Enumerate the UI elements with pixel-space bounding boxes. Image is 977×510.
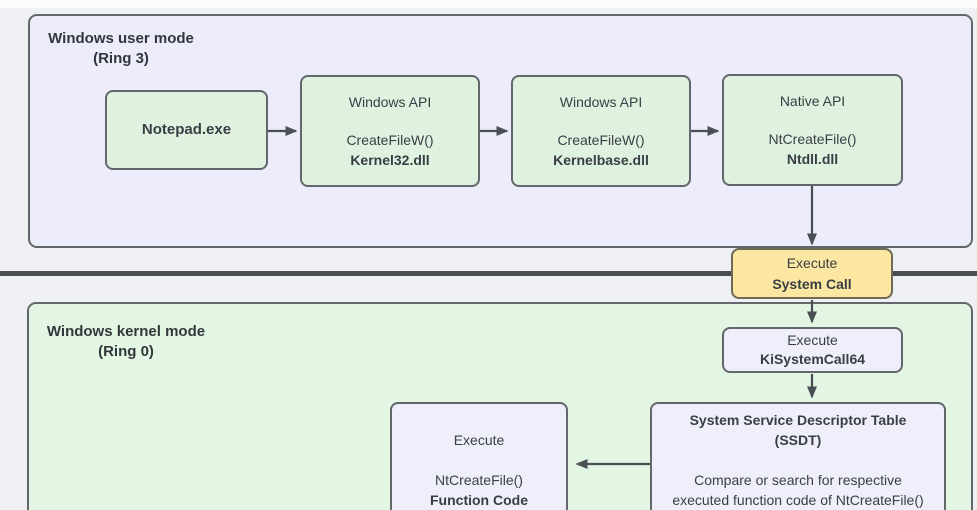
mode-boundary-line bbox=[0, 271, 977, 276]
system-call-line1: Execute bbox=[786, 254, 838, 271]
kernelbase-module-label: Kernelbase.dll bbox=[553, 152, 649, 168]
ntdll-call-label: NtCreateFile() bbox=[768, 131, 857, 147]
kernel32-module-label: Kernel32.dll bbox=[350, 152, 430, 168]
kisystemcall64-line2: KiSystemCall64 bbox=[759, 351, 866, 367]
kernel-mode-title: Windows kernel mode bbox=[46, 323, 206, 340]
kernel-mode-ring: (Ring 0) bbox=[98, 343, 154, 360]
ntdll-module-label: Ntdll.dll bbox=[786, 151, 839, 167]
node-execute-function-code: Execute NtCreateFile() Function Code bbox=[390, 402, 568, 510]
ssdt-title-line1: System Service Descriptor Table bbox=[689, 412, 907, 428]
kernel32-call-label: CreateFileW() bbox=[346, 132, 434, 148]
user-mode-ring: (Ring 3) bbox=[93, 50, 149, 67]
top-margin-strip bbox=[0, 0, 977, 8]
notepad-label: Notepad.exe bbox=[141, 121, 232, 138]
node-notepad-exe: Notepad.exe bbox=[105, 90, 268, 170]
ssdt-title-line2: (SSDT) bbox=[774, 432, 822, 448]
kernel-mode-label: Windows kernel mode (Ring 0) bbox=[36, 322, 216, 362]
ssdt-body-line1: Compare or search for respective bbox=[694, 472, 902, 488]
node-ssdt: System Service Descriptor Table (SSDT) C… bbox=[650, 402, 946, 510]
kisystemcall64-line1: Execute bbox=[787, 332, 838, 348]
node-windows-api-kernelbase: Windows API CreateFileW() Kernelbase.dll bbox=[511, 75, 691, 187]
kernelbase-call-label: CreateFileW() bbox=[557, 132, 645, 148]
node-execute-kisystemcall64: Execute KiSystemCall64 bbox=[722, 327, 903, 373]
function-code-line3: Function Code bbox=[430, 492, 528, 508]
function-code-line2: NtCreateFile() bbox=[435, 472, 523, 488]
user-mode-title: Windows user mode bbox=[48, 30, 194, 47]
ssdt-body-line2: executed function code of NtCreateFile() bbox=[672, 492, 924, 508]
kernelbase-api-label: Windows API bbox=[559, 94, 643, 110]
function-code-line1: Execute bbox=[453, 432, 505, 448]
ntdll-api-label: Native API bbox=[779, 93, 846, 109]
node-windows-api-kernel32: Windows API CreateFileW() Kernel32.dll bbox=[300, 75, 480, 187]
node-execute-system-call: Execute System Call bbox=[731, 248, 893, 299]
node-native-api-ntdll: Native API NtCreateFile() Ntdll.dll bbox=[722, 74, 903, 186]
user-mode-label: Windows user mode (Ring 3) bbox=[36, 29, 206, 69]
kernel32-api-label: Windows API bbox=[348, 94, 432, 110]
system-call-line2: System Call bbox=[772, 275, 852, 292]
